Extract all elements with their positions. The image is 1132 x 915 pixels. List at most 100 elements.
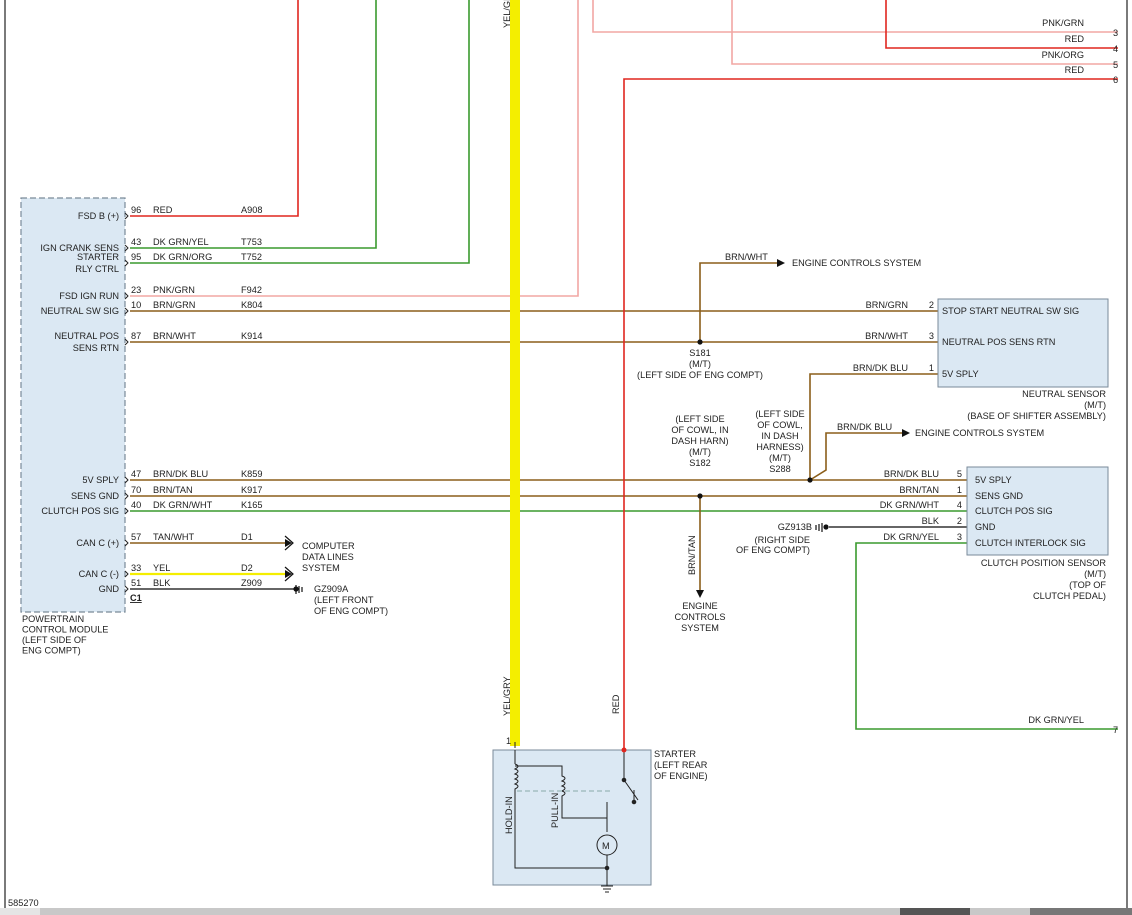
clutch-sensor-box [966,466,1109,556]
wire-color-label: PNK/GRN [153,285,195,295]
cdl-arrows [284,535,294,582]
clutch-sensor-pin-label: CLUTCH INTERLOCK SIG [975,538,1086,548]
splice-s182-label: OF COWL, IN [671,425,728,435]
pcm-pin-label: CLUTCH POS SIG [41,506,119,516]
cdl-arrow-2 [285,570,292,578]
splice-s288-label: IN DASH [761,431,798,441]
neutral-sensor-pin-number: 3 [929,331,934,341]
ground-gz909a-dot [293,586,299,592]
pcm-module-box [20,197,126,613]
connector-mark [124,585,129,593]
ground-gz913b-text: (RIGHT SIDE [755,535,810,545]
wire-red-a908 [130,0,299,217]
wire-brnwht-ec [699,262,777,342]
ec3-arrow [696,590,704,598]
ground-gz913b-text: GZ913B [778,522,812,532]
pcm-pin-number: 57 [131,532,141,542]
neutral-sensor-labels: STOP START NEUTRAL SW SIG2BRN/GRNNEUTRAL… [853,300,1106,421]
wire-color-label: BRN/GRN [153,300,195,310]
wire-color-label: DK GRN/YEL [153,237,209,247]
wire-color-label: BRN/TAN [153,485,193,495]
ground-gz913b-symbol [815,523,823,532]
motor-symbol: M [602,841,610,851]
pcm-pin-label: IGN CRANK SENS [40,243,119,253]
splice-s182-dot [697,493,703,499]
clutch-sensor-wire-color: BRN/TAN [899,485,939,495]
neutral-sensor-name: NEUTRAL SENSOR [1022,389,1106,399]
pcm-pin-number: 43 [131,237,141,247]
wire-dkgrnyel-t753 [130,0,377,249]
starter-pin: 1 [506,736,511,746]
circuit-id-label: K165 [241,500,262,510]
circuit-id-label: A908 [241,205,262,215]
circuit-id-label: K804 [241,300,262,310]
ground-gz909a-text: OF ENG COMPT) [314,606,388,616]
ground-gz909a-text: GZ909A [314,584,349,594]
splice-s288-label: OF COWL, [757,420,802,430]
wire-brndkblu-ec [809,432,902,481]
cdl-text: COMPUTER [302,541,355,551]
clutch-sensor-name: CLUTCH POSITION SENSOR [981,558,1106,568]
clutch-sensor-pin-number: 5 [957,469,962,479]
pcm-name-line: ENG COMPT) [22,646,81,656]
pcm-pin-number: 95 [131,252,141,262]
connector-mark [124,307,129,315]
splice-s181-dot [697,339,703,345]
right-conn-pin: 4 [1113,44,1118,54]
pcm-pin-number: 87 [131,331,141,341]
circuit-id-label: D2 [241,563,253,573]
circuit-id-label: D1 [241,532,253,542]
clutch-sensor-pin-label: GND [975,522,996,532]
starter-red-terminal [621,747,627,753]
circuit-id-label: F942 [241,285,262,295]
right-conn-pin: 6 [1113,75,1118,85]
neutral-sensor-name: (BASE OF SHIFTER ASSEMBLY) [967,411,1106,421]
wire-color-label: TAN/WHT [153,532,195,542]
splice-s182-label: DASH HARN) [671,436,728,446]
pcm-pin-label: SENS GND [71,491,119,501]
wire-pnkgrn-f942 [130,0,579,297]
ground-gz909a-text: (LEFT FRONT [314,595,374,605]
ec3-wire: BRN/TAN [687,535,697,575]
wire-color-label: DK GRN/WHT [153,500,213,510]
cdl-text: SYSTEM [302,563,340,573]
connector-mark [124,507,129,515]
pcm-name-line: (LEFT SIDE OF [22,635,87,645]
neutral-sensor-pin-label: STOP START NEUTRAL SW SIG [942,306,1079,316]
clutch-sensor-name: (TOP OF [1069,580,1106,590]
pull-in-label: PULL-IN [550,793,560,828]
circuit-id-label: T752 [241,252,262,262]
starter-wire-left-label: YEL/GRY [502,676,512,716]
wire-red-6 [623,78,1118,750]
pcm-pin-label: RLY CTRL [75,264,119,274]
pcm-name-line: POWERTRAIN [22,614,84,624]
splice-s288-label: HARNESS) [756,442,803,452]
wire-color-label: BRN/WHT [153,331,196,341]
clutch-sensor-pin-label: CLUTCH POS SIG [975,506,1053,516]
ec3-text: ENGINE [682,601,717,611]
clutch-sensor-wire-color: BLK [922,516,940,526]
splice-s182-label: S182 [689,458,710,468]
ground-gz913b-dot [823,524,829,530]
right-conn-pin: 5 [1113,60,1118,70]
right-conn-pin: 7 [1113,725,1118,735]
pcm-pin-label: CAN C (-) [79,569,119,579]
neutral-sensor-wire-color: BRN/DK BLU [853,363,908,373]
pcm-pin-label: STARTER [77,252,119,262]
pcm-connector-id: C1 [130,593,142,603]
pcm-pin-number: 96 [131,205,141,215]
top-wire-label: YEL/GRY [502,0,512,28]
wire-pnkgrn-3 [592,0,1118,33]
splice-s288-label: (LEFT SIDE [755,409,804,419]
clutch-sensor-pin-label: SENS GND [975,491,1023,501]
connector-mark [124,212,129,220]
pcm-pin-number: 10 [131,300,141,310]
circuit-id-label: K917 [241,485,262,495]
pcm-pin-label: 5V SPLY [82,475,119,485]
clutch-sensor-wire-color: DK GRN/YEL [883,532,939,542]
